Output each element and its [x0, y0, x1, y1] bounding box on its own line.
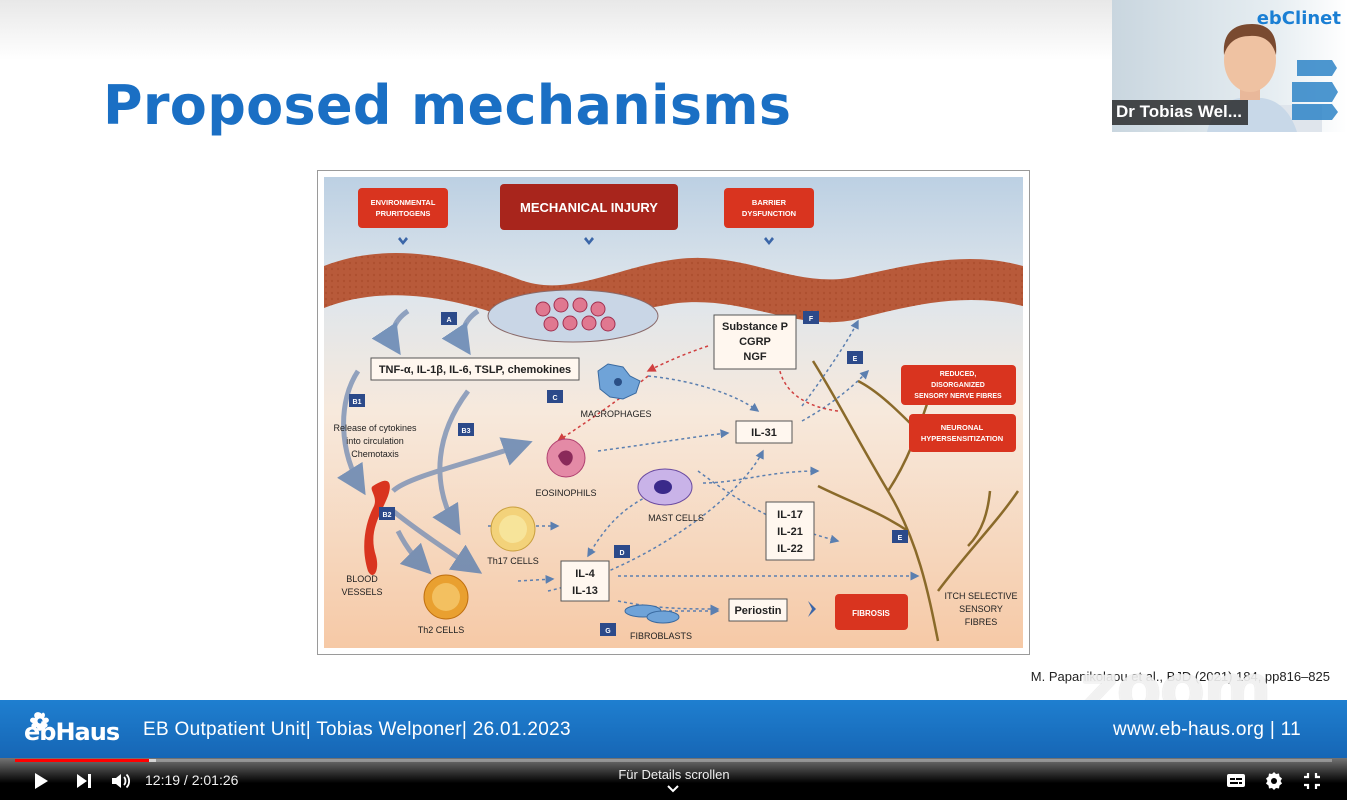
- tag-d: D: [619, 550, 624, 557]
- macrophage-cell: [597, 363, 641, 400]
- label-neuronal-2: HYPERSENSITIZATION: [921, 434, 1003, 443]
- subtitles-icon[interactable]: [1226, 772, 1246, 789]
- details-hint[interactable]: Für Details scrollen: [618, 767, 730, 782]
- label-il31: IL-31: [751, 427, 777, 439]
- exit-fullscreen-icon[interactable]: [1302, 771, 1322, 791]
- progress-buffered: [149, 759, 157, 762]
- tag-b1: B1: [353, 399, 362, 406]
- label-macrophages: MACROPHAGES: [580, 409, 651, 419]
- label-environmental-2: PRURITOGENS: [376, 209, 431, 218]
- eb-haus-logo: [30, 712, 49, 731]
- chevron-down-icon[interactable]: [666, 784, 680, 794]
- slide-title: Proposed mechanisms: [103, 74, 792, 137]
- box-environmental: ENVIRONMENTAL PRURITOGENS: [358, 188, 448, 228]
- duration: 2:01:26: [191, 772, 239, 788]
- label-th2: Th2 CELLS: [418, 625, 465, 635]
- label-fibroblasts: FIBROBLASTS: [630, 631, 692, 641]
- tag-g: G: [605, 628, 611, 635]
- eb-haus-logo-text: ebHaus: [24, 718, 120, 746]
- participant-name: Dr Tobias Wel...: [1112, 100, 1248, 125]
- label-release-1: Release of cytokines: [333, 423, 417, 433]
- footer-url: www.eb-haus.org | 11: [1112, 719, 1301, 740]
- label-il4: IL-4: [575, 568, 595, 580]
- player-controls: [0, 758, 1347, 800]
- label-il21: IL-21: [777, 526, 803, 538]
- tag-e1: E: [853, 356, 858, 363]
- label-blood-2: VESSELS: [341, 587, 382, 597]
- progress-played: [15, 759, 150, 762]
- label-barrier-2: DYSFUNCTION: [742, 209, 796, 218]
- label-release-2: into circulation: [346, 436, 404, 446]
- label-neuronal-1: NEURONAL: [941, 423, 984, 432]
- citation: M. Papanikolaou et al., BJD (2021) 184, …: [1030, 669, 1330, 684]
- tag-b2: B2: [383, 512, 392, 519]
- label-cgrp: CGRP: [739, 336, 771, 348]
- tag-e2: E: [898, 535, 903, 542]
- settings-gear-icon[interactable]: [1264, 771, 1284, 791]
- label-il13: IL-13: [572, 585, 598, 597]
- label-substance-p: Substance P: [722, 321, 788, 333]
- label-mast-cells: MAST CELLS: [648, 513, 704, 523]
- slide-footer: ebHaus EB Outpatient Unit| Tobias Welpon…: [0, 700, 1347, 758]
- time-display: 12:19 / 2:01:26: [145, 772, 239, 788]
- tag-b3: B3: [462, 428, 471, 435]
- tag-c: C: [552, 395, 557, 402]
- label-release-3: Chemotaxis: [351, 449, 399, 459]
- eb-clinet-logo: ebClinet: [1256, 8, 1341, 29]
- blood-vessel: [364, 480, 390, 576]
- label-fibrosis: FIBROSIS: [852, 609, 890, 618]
- label-ngf: NGF: [743, 351, 767, 363]
- label-periostin: Periostin: [734, 605, 781, 617]
- play-icon[interactable]: [31, 771, 51, 791]
- participant-video[interactable]: ebClinet Dr Tobias Wel...: [1112, 0, 1347, 132]
- volume-icon[interactable]: [110, 771, 132, 791]
- label-il17: IL-17: [777, 509, 803, 521]
- label-blood-1: BLOOD: [346, 574, 378, 584]
- mechanism-diagram: ENVIRONMENTAL PRURITOGENS MECHANICAL INJ…: [317, 170, 1030, 655]
- label-itch-2: SENSORY: [959, 604, 1003, 614]
- fibroblast-cells: [624, 604, 680, 624]
- progress-bar[interactable]: [15, 759, 1332, 762]
- slide: Proposed mechanisms: [0, 0, 1347, 758]
- label-il22: IL-22: [777, 543, 803, 555]
- label-cytokines: TNF-α, IL-1β, IL-6, TSLP, chemokines: [379, 364, 571, 376]
- label-environmental: ENVIRONMENTAL: [371, 198, 436, 207]
- footer-info: EB Outpatient Unit| Tobias Welponer| 26.…: [143, 719, 571, 740]
- label-itch-1: ITCH SELECTIVE: [944, 591, 1017, 601]
- label-reduced-3: SENSORY NERVE FIBRES: [914, 393, 1002, 400]
- current-time: 12:19: [145, 772, 181, 788]
- label-reduced-2: DISORGANIZED: [931, 382, 985, 389]
- label-eosinophils: EOSINOPHILS: [535, 488, 596, 498]
- next-icon[interactable]: [75, 772, 93, 790]
- label-mechanical-injury: MECHANICAL INJURY: [520, 200, 658, 215]
- label-reduced-1: REDUCED,: [940, 371, 977, 378]
- label-th17: Th17 CELLS: [487, 556, 539, 566]
- label-itch-3: FIBRES: [965, 617, 998, 627]
- tag-a: A: [446, 317, 451, 324]
- tag-f: F: [809, 316, 814, 323]
- label-barrier: BARRIER: [752, 198, 787, 207]
